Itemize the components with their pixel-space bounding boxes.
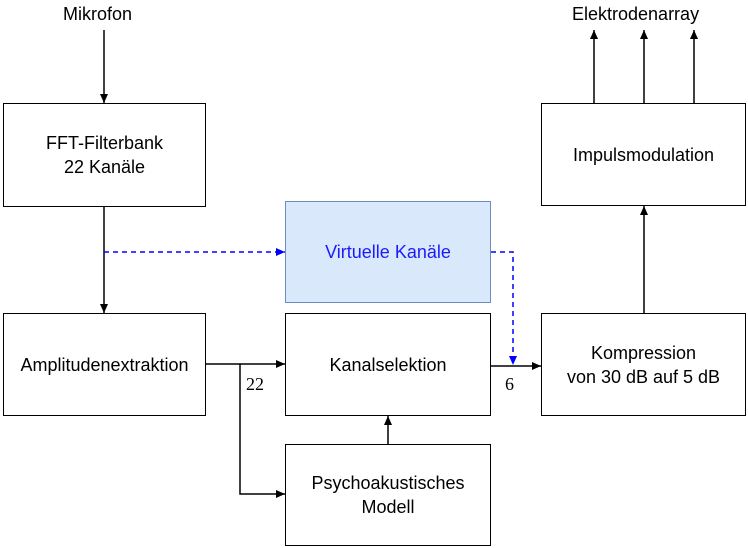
- impulse-modulation-block: Impulsmodulation: [541, 103, 746, 206]
- impulse-label: Impulsmodulation: [572, 144, 715, 165]
- fft-line1: FFT-Filterbank: [45, 133, 164, 153]
- fft-line2: 22 Kanäle: [63, 157, 146, 177]
- selection-label: Kanalselektion: [329, 354, 447, 375]
- input-label: Mikrofon: [63, 4, 133, 24]
- compression-line1: Kompression: [590, 342, 697, 363]
- channel-count-22: 22: [246, 374, 264, 394]
- channel-selection-block: Kanalselektion: [285, 313, 491, 416]
- amplitude-extraction-block: Amplitudenextraktion: [3, 313, 206, 416]
- psychoacoustic-model-block: Psychoakustisches Modell: [285, 444, 491, 546]
- fft-filterbank-block: FFT-Filterbank 22 Kanäle: [3, 103, 206, 207]
- virtual-channels-block: Virtuelle Kanäle: [285, 201, 491, 303]
- amplitude-label: Amplitudenextraktion: [20, 354, 189, 375]
- arrow-amplitude-to-psycho: [239, 364, 285, 498]
- arrow-virtual-to-output: [491, 251, 517, 365]
- psycho-line2: Modell: [361, 497, 415, 517]
- channel-count-6: 6: [505, 374, 514, 394]
- psycho-line1: Psychoakustisches: [311, 473, 465, 493]
- output-label: Elektrodenarray: [572, 4, 700, 24]
- virtual-label: Virtuelle Kanäle: [325, 242, 451, 262]
- compression-block: Kompression von 30 dB auf 5 dB: [541, 313, 746, 416]
- compression-line2: von 30 dB auf 5 dB: [566, 366, 721, 387]
